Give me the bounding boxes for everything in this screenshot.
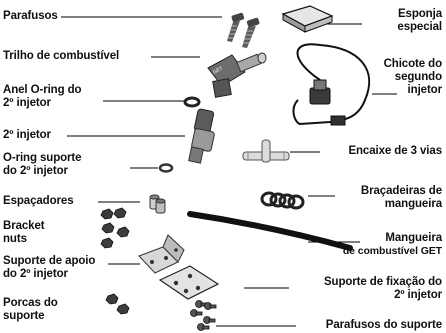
segundo-injetor-illustration xyxy=(188,108,215,164)
label-porcas-suporte-line1: Porcas do xyxy=(3,297,58,309)
label-chicote-line1: Chicote do xyxy=(383,58,443,70)
label-mangueira-line2: de combustível GET xyxy=(342,245,442,257)
label-espacadores: Espaçadores xyxy=(3,195,74,207)
label-parafusos: Parafusos xyxy=(3,10,58,22)
espacadores-illustration xyxy=(149,194,166,214)
label-bracket-nuts-line2: nuts xyxy=(3,233,27,245)
label-anel-line2: 2º injetor xyxy=(3,97,51,109)
label-bracadeiras: Braçadeiras de mangueira xyxy=(361,185,442,211)
label-esponja-line1: Esponja xyxy=(397,8,442,20)
label-bracket-nuts: Bracket nuts xyxy=(3,220,45,246)
label-bracket-nuts-line1: Bracket xyxy=(3,220,45,232)
mangueira-illustration xyxy=(187,211,353,251)
label-anel-line1: Anel O-ring do xyxy=(3,84,82,96)
label-anel: Anel O-ring do 2º injetor xyxy=(3,84,82,110)
label-suporte-apoio-line1: Suporte de apoio xyxy=(3,255,96,267)
label-trilho: Trilho de combustível xyxy=(3,50,120,62)
chicote-illustration xyxy=(292,43,371,126)
suporte-fixacao-illustration xyxy=(158,265,220,300)
label-mangueira: Mangueira de combustível GET xyxy=(343,232,442,258)
trilho-illustration: GET xyxy=(207,52,267,98)
label-suporte-fixacao-line1: Suporte de fixação do xyxy=(323,276,442,288)
label-bracadeiras-line2: mangueira xyxy=(384,198,442,210)
parafusos-suporte-illustration xyxy=(190,300,217,331)
bracket-nuts-illustration xyxy=(100,207,130,249)
label-chicote-line2: segundo xyxy=(394,71,442,83)
label-suporte-apoio-line2: do 2º injetor xyxy=(3,268,68,280)
label-porcas-suporte: Porcas do suporte xyxy=(3,297,58,323)
parafusos-illustration xyxy=(227,12,260,48)
esponja-illustration xyxy=(281,5,334,33)
encaixe-illustration xyxy=(242,139,290,163)
label-suporte-fixacao: Suporte de fixação do 2º injetor xyxy=(324,276,442,302)
suporte-apoio-illustration xyxy=(138,234,185,274)
label-esponja: Esponja especial xyxy=(397,8,442,34)
label-suporte-fixacao-line2: 2º injetor xyxy=(394,289,442,301)
label-porcas-suporte-line2: suporte xyxy=(3,310,45,322)
label-chicote: Chicote do segundo injetor xyxy=(383,58,443,97)
label-bracadeiras-line1: Braçadeiras de xyxy=(360,185,442,197)
label-suporte-apoio: Suporte de apoio do 2º injetor xyxy=(3,255,95,281)
bracadeiras-illustration xyxy=(260,191,305,210)
label-esponja-line2: especial xyxy=(397,21,442,33)
label-chicote-line3: injetor xyxy=(407,84,443,96)
label-segundo-injetor: 2º injetor xyxy=(3,129,51,141)
svg-text:GET: GET xyxy=(212,66,224,76)
label-oring-suporte-line2: do 2º injetor xyxy=(3,165,68,177)
label-encaixe: Encaixe de 3 vias xyxy=(348,145,442,157)
anel-oring-illustration xyxy=(183,96,201,108)
label-parafusos-suporte: Parafusos do suporte xyxy=(325,319,442,331)
label-oring-suporte-line1: O-ring suporte xyxy=(3,152,82,164)
porcas-suporte-illustration xyxy=(105,293,130,315)
label-oring-suporte: O-ring suporte do 2º injetor xyxy=(3,152,82,178)
label-mangueira-line1: Mangueira xyxy=(385,232,442,244)
oring-suporte-illustration xyxy=(158,163,174,173)
